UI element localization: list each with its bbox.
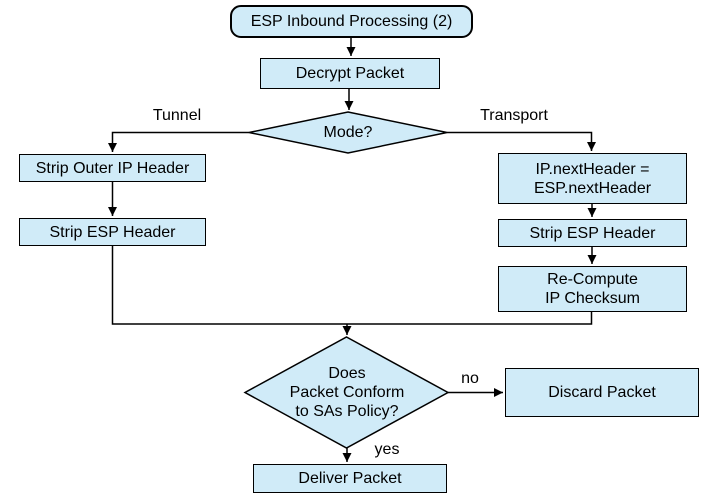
edge-label-transport: Transport (480, 107, 548, 124)
node-start: ESP Inbound Processing (2) (230, 5, 473, 38)
edge-label-no: no (461, 370, 479, 387)
edge-branch-join (111, 246, 593, 325)
node-strip-esp-header-tunnel: Strip ESP Header (19, 218, 206, 246)
node-strip-outer-ip-header: Strip Outer IP Header (19, 154, 206, 182)
node-discard-packet: Discard Packet (505, 368, 699, 417)
node-mode-decision-label: Mode? (323, 124, 373, 141)
node-strip-esp-header-transport: Strip ESP Header (498, 219, 687, 247)
edge-label-tunnel: Tunnel (152, 107, 202, 124)
edge-mode-tunnel (108, 131, 249, 152)
mode-diamond-shape (248, 111, 448, 154)
node-ip-next-header: IP.nextHeader = ESP.nextHeader (498, 153, 687, 204)
policy-diamond-shape (243, 336, 450, 449)
edge-mode-transport (447, 131, 596, 151)
node-recompute-ip-checksum: Re-Compute IP Checksum (498, 266, 687, 312)
node-deliver-packet: Deliver Packet (253, 464, 447, 493)
node-policy-decision-label: Does Packet Conform to SAs Policy? (289, 365, 405, 420)
node-decrypt-packet: Decrypt Packet (260, 58, 440, 89)
edge-label-yes: yes (374, 441, 400, 458)
